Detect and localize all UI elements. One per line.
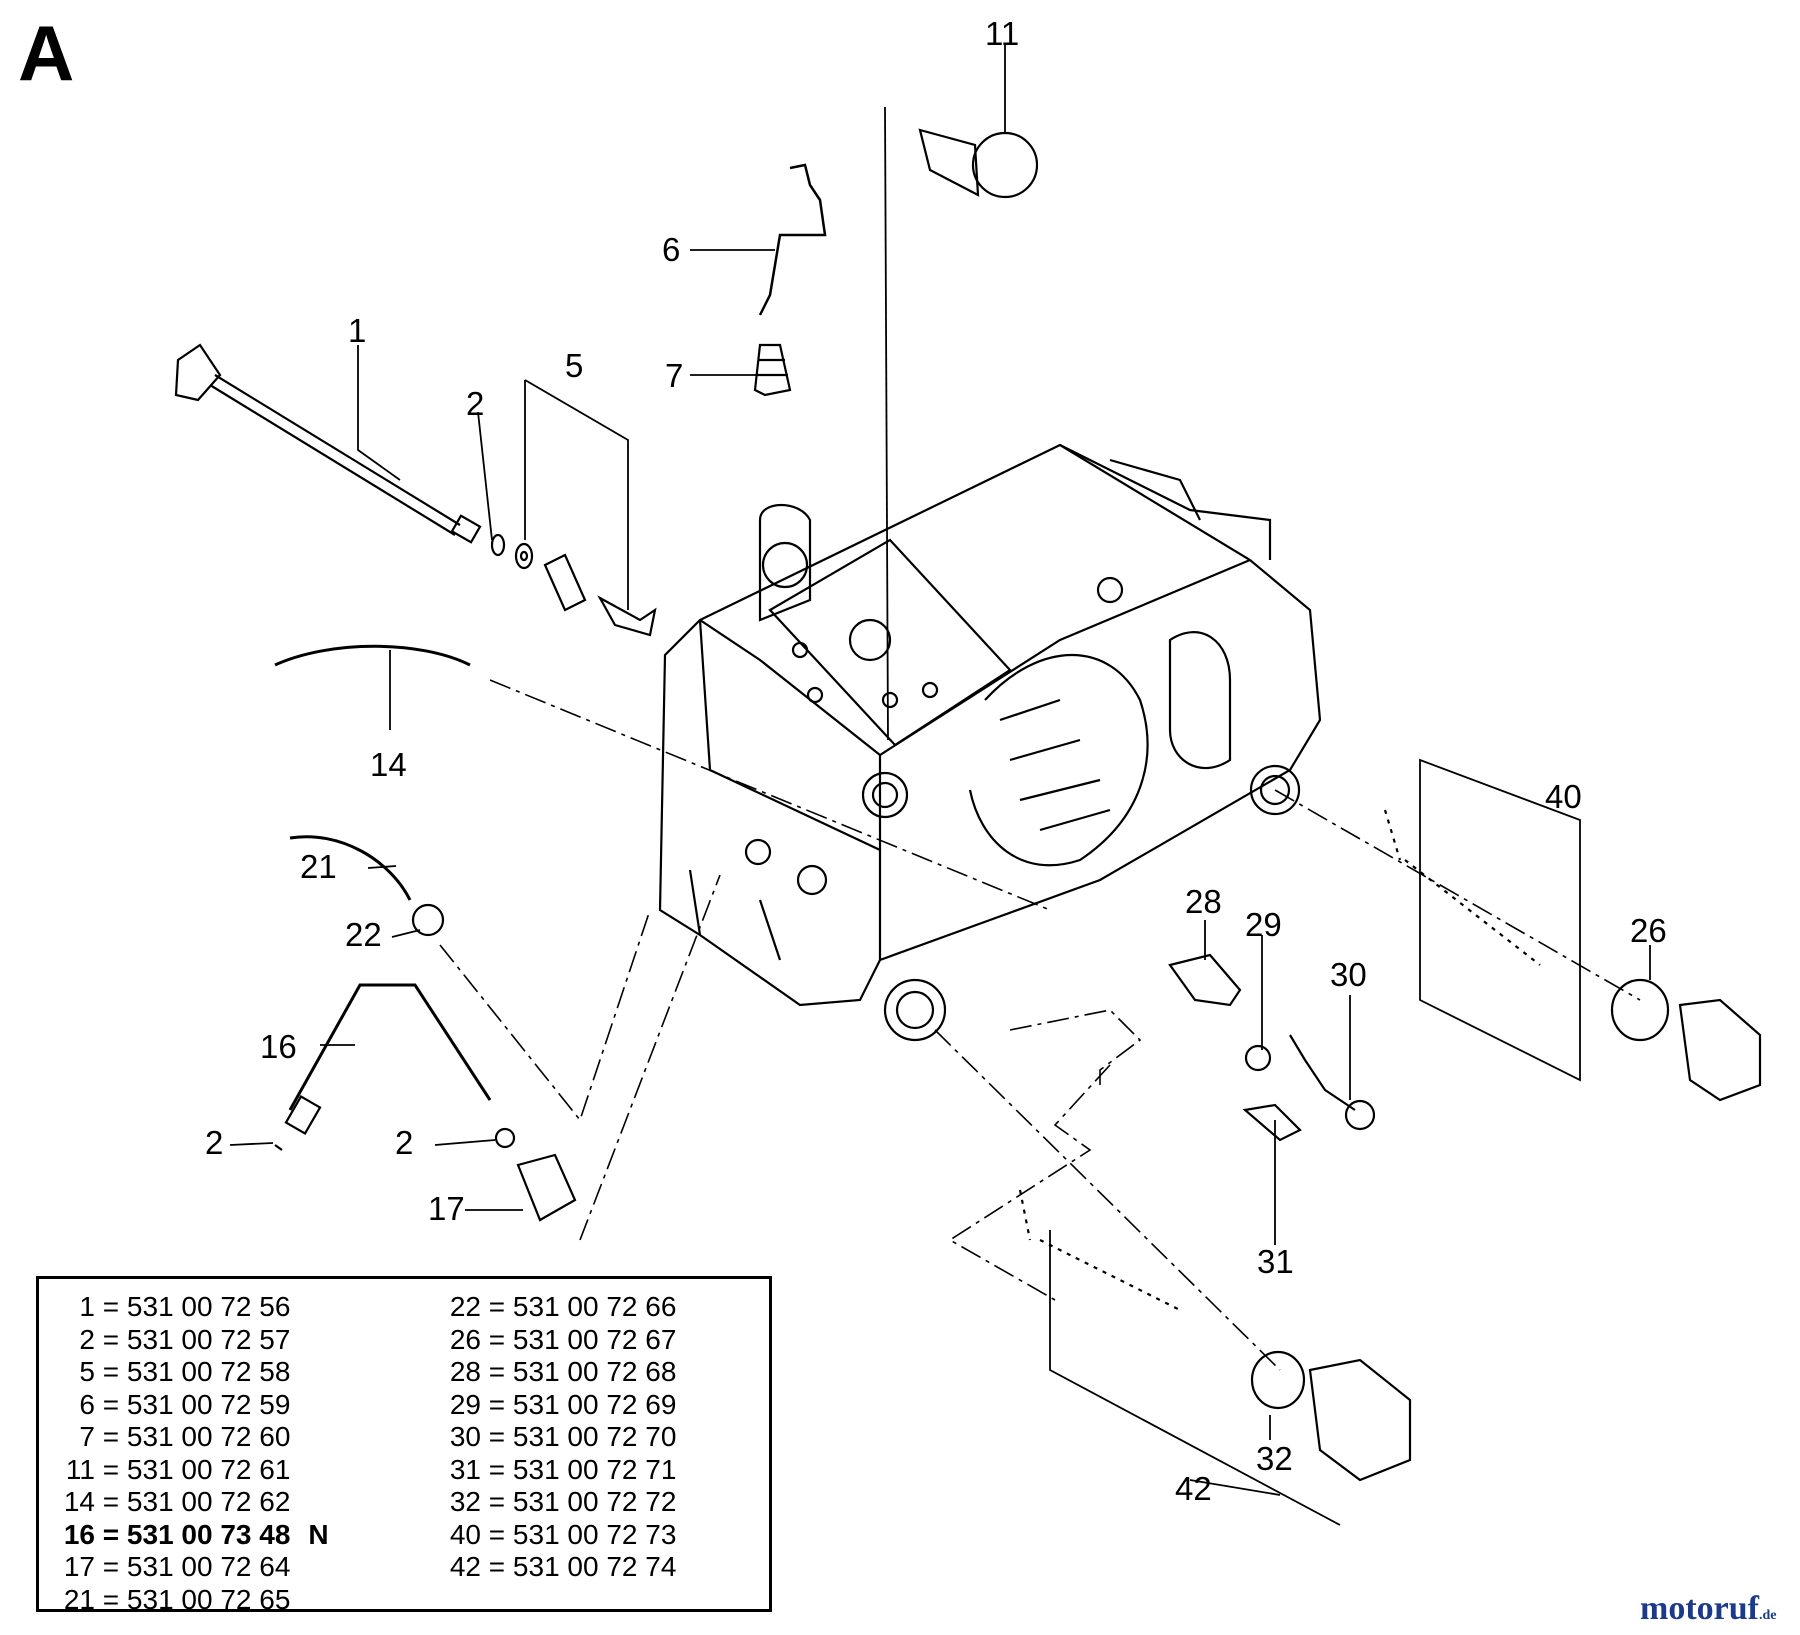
callout-26: 26 [1630,912,1667,949]
callout-7: 7 [665,357,684,394]
parts-row: 30 = 531 00 72 70 [449,1421,677,1452]
callout-5: 5 [565,347,584,384]
callout-16: 16 [260,1028,297,1065]
callout-32: 32 [1256,1440,1293,1477]
parts-row: 11 = 531 00 72 61 [65,1453,291,1485]
callout-2: 2 [466,385,485,422]
callout-14: 14 [370,746,407,783]
parts-row: 29 = 531 00 72 69 [449,1388,677,1420]
callout-30: 30 [1330,956,1367,993]
leader-lines [229,45,1651,1526]
parts-row: 2 = 531 00 72 57 [79,1323,291,1355]
callout-21: 21 [300,848,337,885]
parts-row: 14 = 531 00 72 62 [63,1486,291,1517]
parts-row: 22 = 531 00 72 66 [449,1291,677,1322]
new-part-flag: N [308,1518,329,1550]
callout-28: 28 [1185,883,1222,920]
parts-row: 17 = 531 00 72 64 [63,1551,291,1582]
parts-row: 40 = 531 00 72 73 [449,1518,677,1550]
parts-row: 32 = 531 00 72 72 [449,1486,677,1517]
callout-42: 42 [1175,1470,1212,1507]
callout-1: 1 [348,312,367,349]
parts-row: 1 = 531 00 72 56 [79,1291,291,1322]
callout-11: 11 [985,15,1020,52]
parts-row: 42 = 531 00 72 74 [449,1551,677,1582]
section-letter: A [18,9,75,97]
part-1-shape [174,343,482,544]
callout-2: 2 [395,1124,414,1161]
parts-row: 5 = 531 00 72 58 [79,1356,291,1387]
parts-list-right-column: 22 = 531 00 72 66 26 = 531 00 72 67 28 =… [439,1291,759,1584]
parts-row: 6 = 531 00 72 59 [79,1388,291,1420]
callout-17: 17 [428,1190,465,1227]
parts-row: 31 = 531 00 72 71 [449,1453,677,1485]
crankcase-body [658,443,1322,1042]
parts-row: 7 = 531 00 72 60 [79,1421,291,1452]
watermark-logo: motoruf.de [1640,1590,1777,1627]
callout-22: 22 [345,916,382,953]
parts-row: 26 = 531 00 72 67 [449,1323,677,1355]
callout-6: 6 [662,231,681,268]
parts-list-left-column: 1 = 531 00 72 56 2 = 531 00 72 57 5 = 53… [53,1291,383,1616]
parts-row: 28 = 531 00 72 68 [449,1356,677,1387]
callout-2: 2 [205,1124,224,1161]
callout-31: 31 [1257,1243,1294,1280]
centerlines [439,679,1641,1371]
callout-29: 29 [1245,906,1282,943]
parts-list: 1 = 531 00 72 56 2 = 531 00 72 57 5 = 53… [36,1276,772,1615]
callout-40: 40 [1545,778,1582,815]
parts-row: 21 = 531 00 72 65 [63,1583,291,1615]
